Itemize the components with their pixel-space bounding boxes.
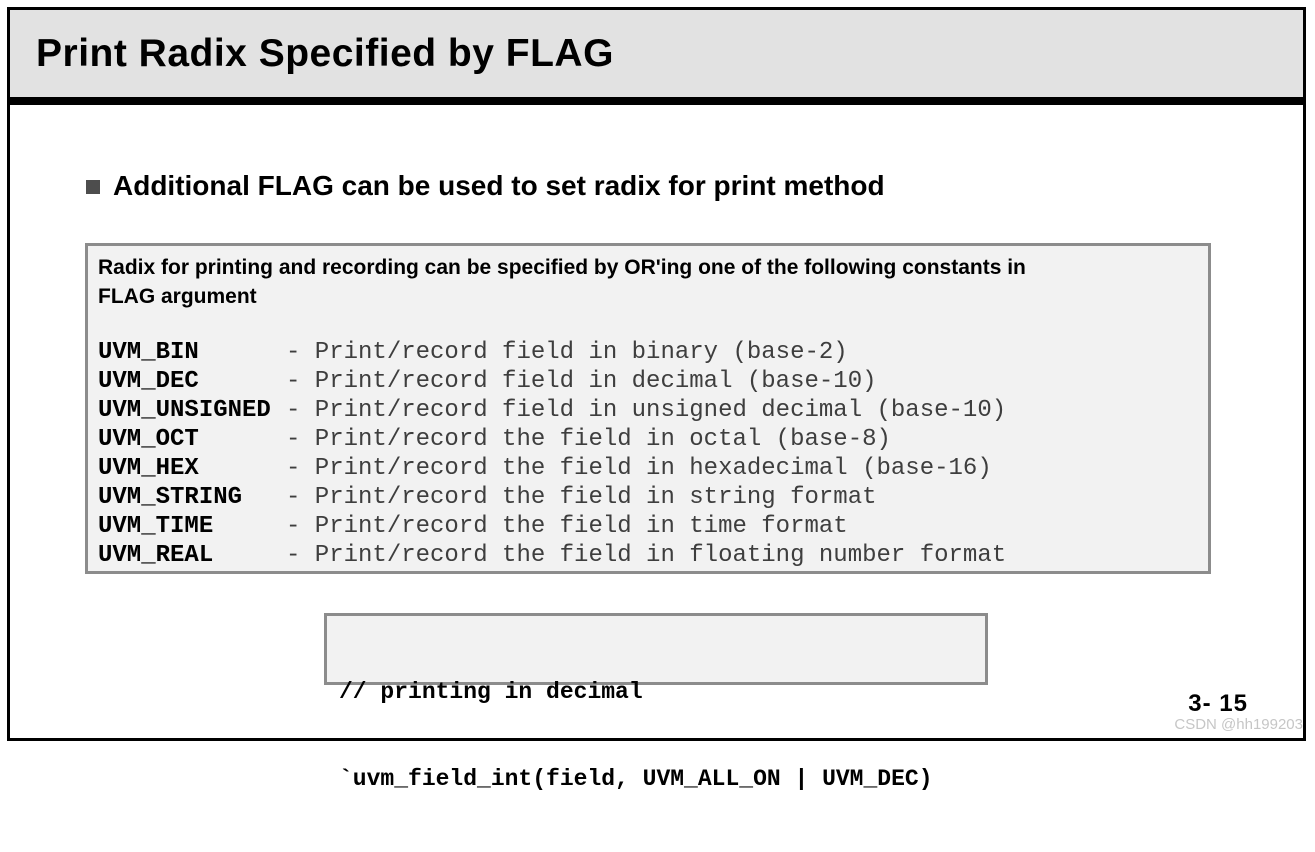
constant-name: UVM_DEC	[98, 368, 199, 395]
constant-name: UVM_OCT	[98, 426, 199, 453]
square-bullet-icon	[86, 180, 100, 194]
page-number: 3- 15	[1188, 690, 1248, 717]
constant-desc: - Print/record the field in octal (base-…	[286, 426, 891, 453]
constant-desc: - Print/record field in unsigned decimal…	[286, 397, 1007, 424]
list-item: UVM_HEX - Print/record the field in hexad…	[98, 454, 1196, 483]
constant-desc: - Print/record the field in floating num…	[286, 542, 1007, 569]
constant-desc: - Print/record the field in string forma…	[286, 484, 877, 511]
radix-heading-line-2: FLAG argument	[98, 285, 257, 308]
list-item: UVM_DEC - Print/record field in decimal (…	[98, 367, 1196, 396]
slide: Print Radix Specified by FLAG Additional…	[7, 7, 1306, 792]
constant-name: UVM_UNSIGNED	[98, 397, 271, 424]
constant-desc: - Print/record the field in hexadecimal …	[286, 455, 992, 482]
list-item: UVM_TIME - Print/record the field in time…	[98, 512, 1196, 541]
constant-desc: - Print/record the field in time format	[286, 513, 848, 540]
list-item: UVM_OCT - Print/record the field in octal…	[98, 425, 1196, 454]
code-macro-line: `uvm_field_int(field, UVM_ALL_ON | UVM_D…	[339, 766, 933, 792]
constant-name: UVM_REAL	[98, 542, 214, 569]
radix-constants-panel: Radix for printing and recording can be …	[85, 243, 1211, 574]
title-divider	[10, 97, 1303, 105]
page-title: Print Radix Specified by FLAG	[36, 31, 614, 75]
list-item: UVM_BIN - Print/record field in binary (b…	[98, 338, 1196, 367]
watermark: CSDN @hh199203	[1174, 716, 1303, 733]
code-example-box: // printing in decimal `uvm_field_int(fi…	[324, 613, 988, 792]
title-bar: Print Radix Specified by FLAG	[10, 10, 1303, 97]
constant-name: UVM_STRING	[98, 484, 243, 511]
code-comment-line: // printing in decimal	[339, 679, 643, 705]
list-item: UVM_UNSIGNED - Print/record field in unsi…	[98, 396, 1196, 425]
radix-constant-list: UVM_BIN - Print/record field in binary (b…	[98, 338, 1196, 570]
bullet-line: Additional FLAG can be used to set radix…	[86, 170, 885, 202]
bullet-text: Additional FLAG can be used to set radix…	[113, 170, 885, 201]
constant-name: UVM_TIME	[98, 513, 214, 540]
constant-desc: - Print/record field in binary (base-2)	[286, 339, 848, 366]
list-item: UVM_REAL - Print/record the field in floa…	[98, 541, 1196, 570]
constant-name: UVM_BIN	[98, 339, 199, 366]
radix-heading-line-1: Radix for printing and recording can be …	[98, 256, 1026, 279]
list-item: UVM_STRING - Print/record the field in st…	[98, 483, 1196, 512]
constant-name: UVM_HEX	[98, 455, 199, 482]
constant-desc: - Print/record field in decimal (base-10…	[286, 368, 877, 395]
